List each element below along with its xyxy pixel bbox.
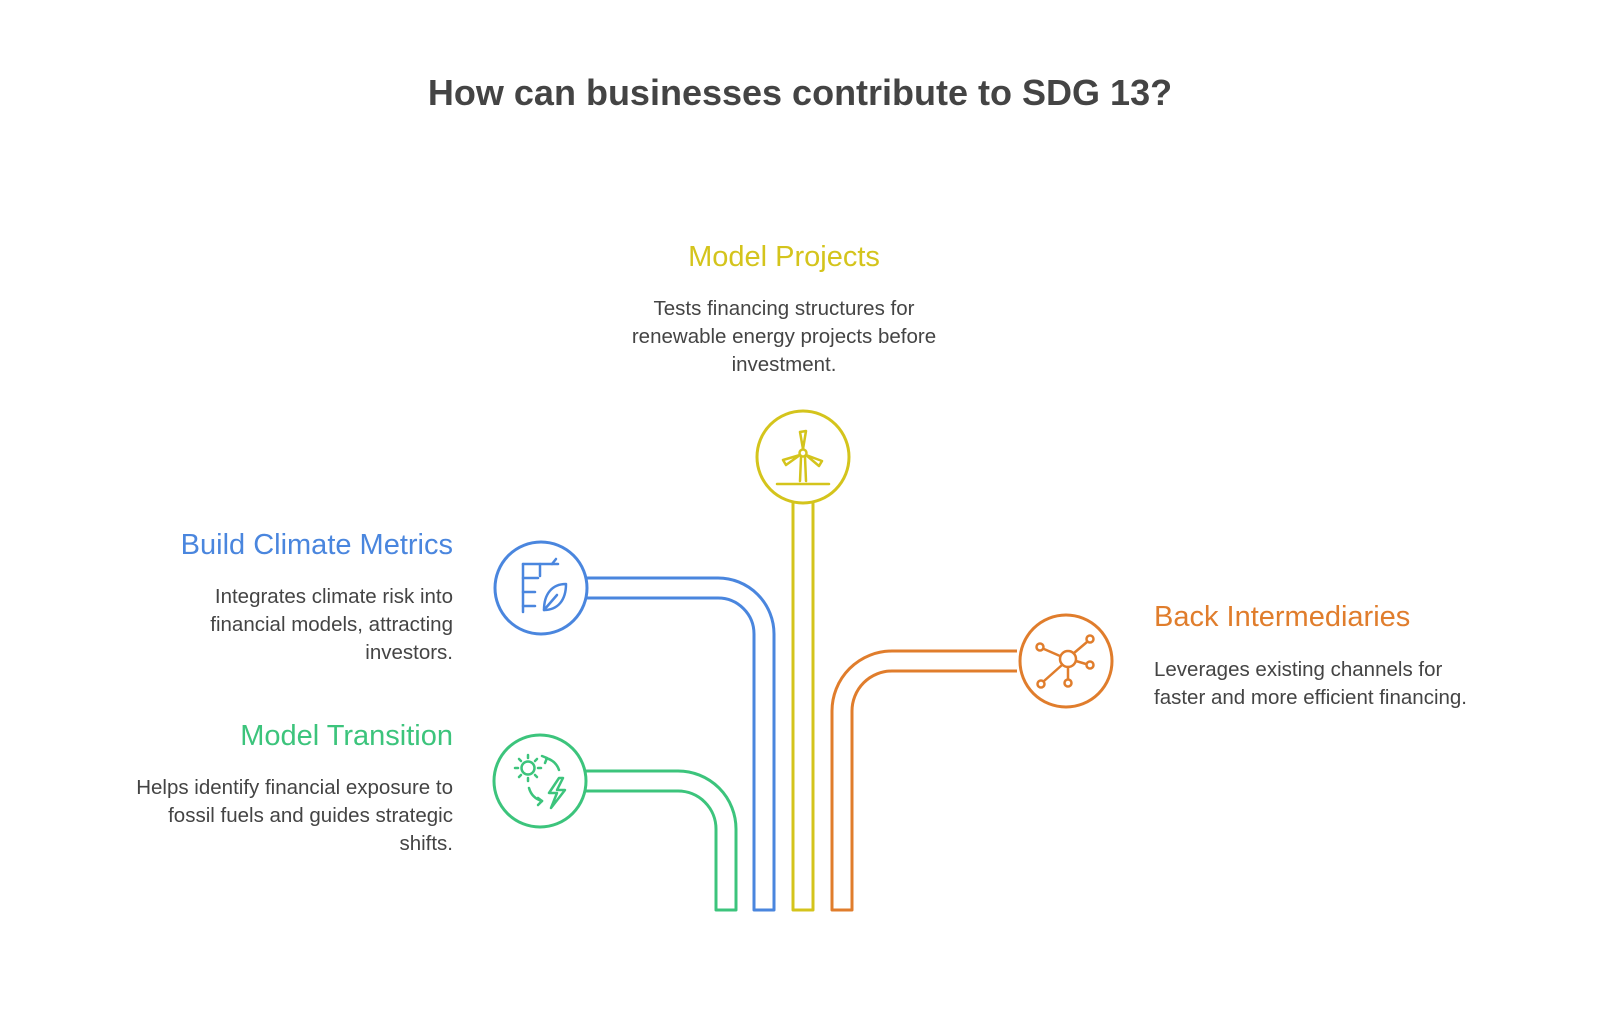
climate-chart-leaf-icon	[521, 557, 568, 614]
description-line: investment.	[731, 353, 837, 376]
build-climate-metrics-heading: Build Climate Metrics	[180, 529, 453, 561]
back-intermediaries-circle	[1018, 613, 1114, 709]
energy-transition-icon	[513, 753, 567, 810]
description-line: fossil fuels and guides strategic	[168, 804, 453, 827]
wind-turbine-icon	[775, 429, 831, 486]
build-climate-metrics-description: Integrates climate risk into financial m…	[80, 583, 453, 667]
model-transition-heading: Model Transition	[240, 720, 453, 752]
model-projects-pipe	[791, 502, 815, 912]
build-climate-metrics-circle	[493, 540, 589, 636]
back-intermediaries-description: Leverages existing channels for faster a…	[1154, 656, 1574, 712]
build-climate-metrics-pipe	[587, 576, 776, 912]
description-line: renewable energy projects before	[631, 325, 937, 348]
model-transition-circle	[492, 733, 588, 829]
network-hub-icon	[1035, 634, 1095, 689]
model-transition-pipe	[585, 769, 738, 912]
description-line: Tests financing structures for	[653, 297, 915, 320]
model-projects-heading: Model Projects	[688, 241, 880, 273]
description-line: Leverages existing channels for	[1154, 658, 1443, 681]
description-line: financial models, attracting	[210, 613, 453, 636]
description-line: investors.	[365, 641, 453, 664]
description-line: Integrates climate risk into	[214, 585, 453, 608]
model-projects-description: Tests financing structures for renewable…	[584, 295, 984, 379]
description-line: Helps identify financial exposure to	[136, 776, 453, 799]
model-transition-description: Helps identify financial exposure to fos…	[60, 774, 453, 858]
back-intermediaries-pipe	[830, 649, 1017, 912]
description-line: shifts.	[399, 832, 453, 855]
back-intermediaries-heading: Back Intermediaries	[1154, 601, 1411, 633]
page-title: How can businesses contribute to SDG 13?	[427, 72, 1173, 113]
description-line: faster and more efficient financing.	[1154, 686, 1467, 709]
